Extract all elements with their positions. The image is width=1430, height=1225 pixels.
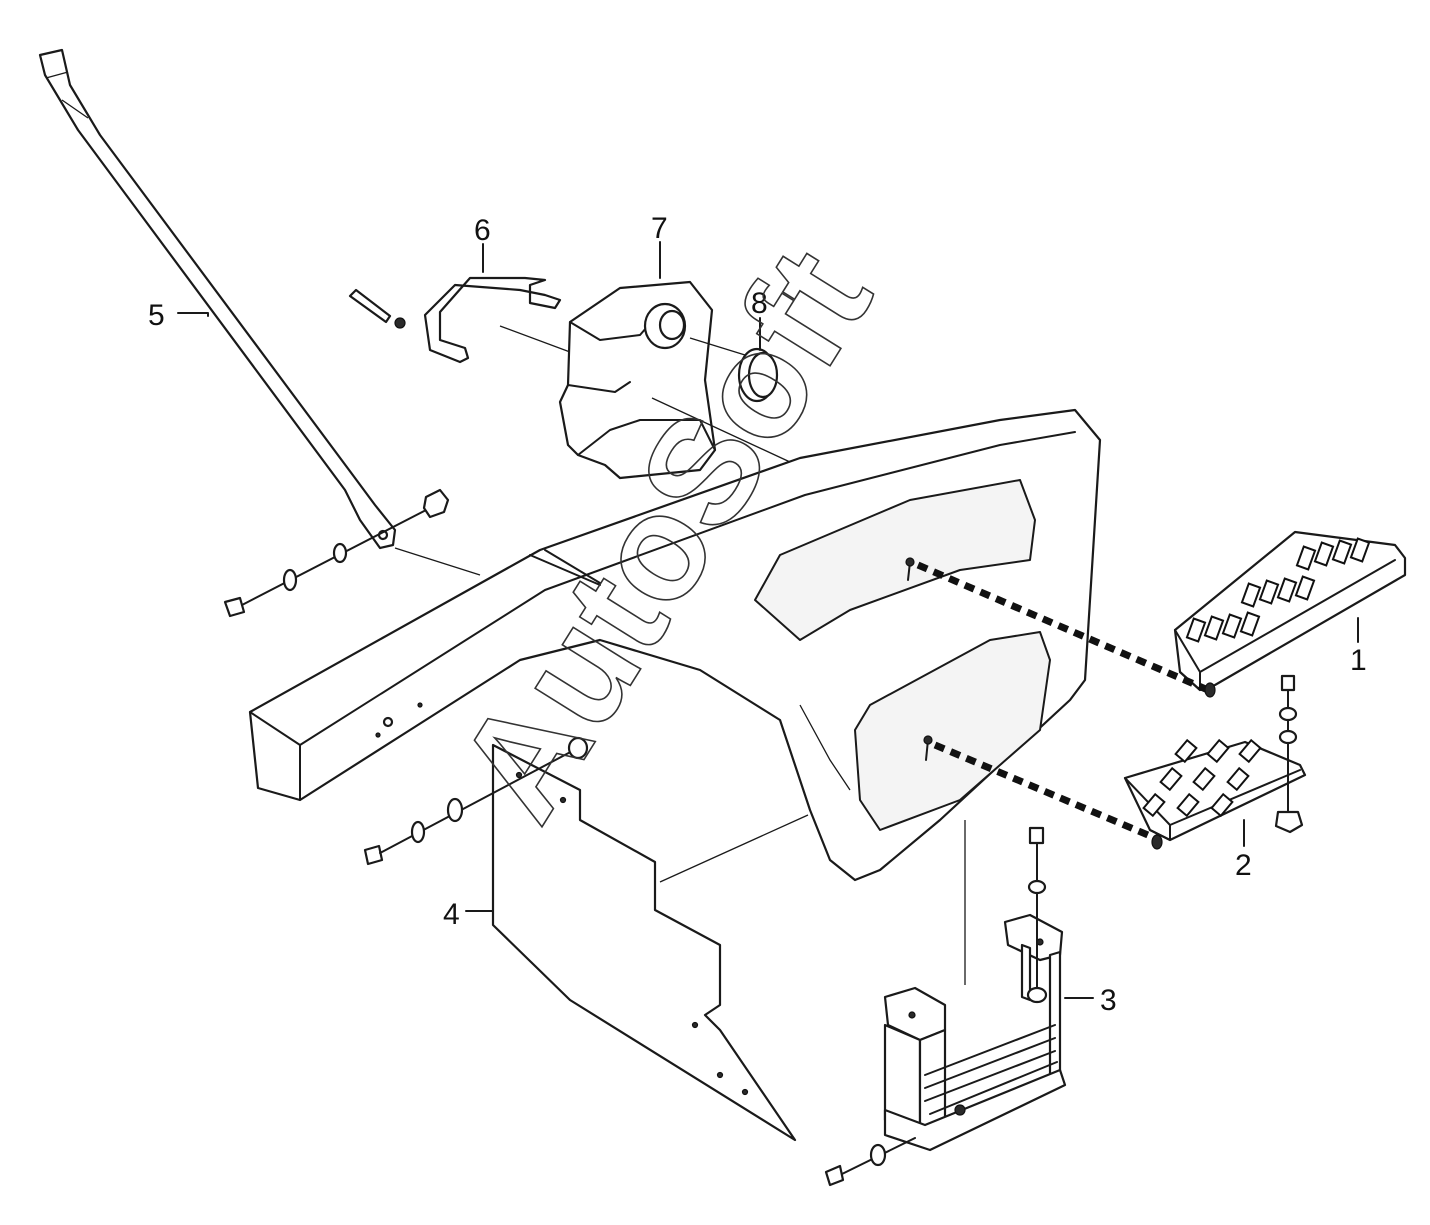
- step-slots-lower: [1142, 738, 1262, 818]
- tank-part-7: [558, 280, 791, 480]
- callout-3: 3: [1100, 984, 1117, 1017]
- bracket-part-6: [348, 276, 571, 364]
- step-slots: [1185, 537, 1371, 643]
- mudflap-part-4: [363, 736, 797, 1142]
- callout-6: 6: [474, 214, 491, 247]
- grab-handle-part-5: [38, 48, 481, 618]
- cap-part-8: [689, 337, 779, 403]
- upper-step-part-1: [905, 530, 1407, 698]
- lower-step-part-2: [923, 674, 1307, 850]
- leader-lines: [177, 241, 1359, 999]
- callout-8: 8: [751, 287, 768, 320]
- callout-4: 4: [443, 898, 460, 931]
- callout-2: 2: [1235, 849, 1252, 882]
- fender-assembly: [248, 408, 1102, 985]
- callout-1: 1: [1350, 644, 1367, 677]
- callout-7: 7: [651, 212, 668, 245]
- ladder-part-3: [824, 826, 1067, 1187]
- callouts: 1 2 3 4 5 6 7 8: [148, 212, 1367, 1017]
- callout-5: 5: [148, 299, 165, 332]
